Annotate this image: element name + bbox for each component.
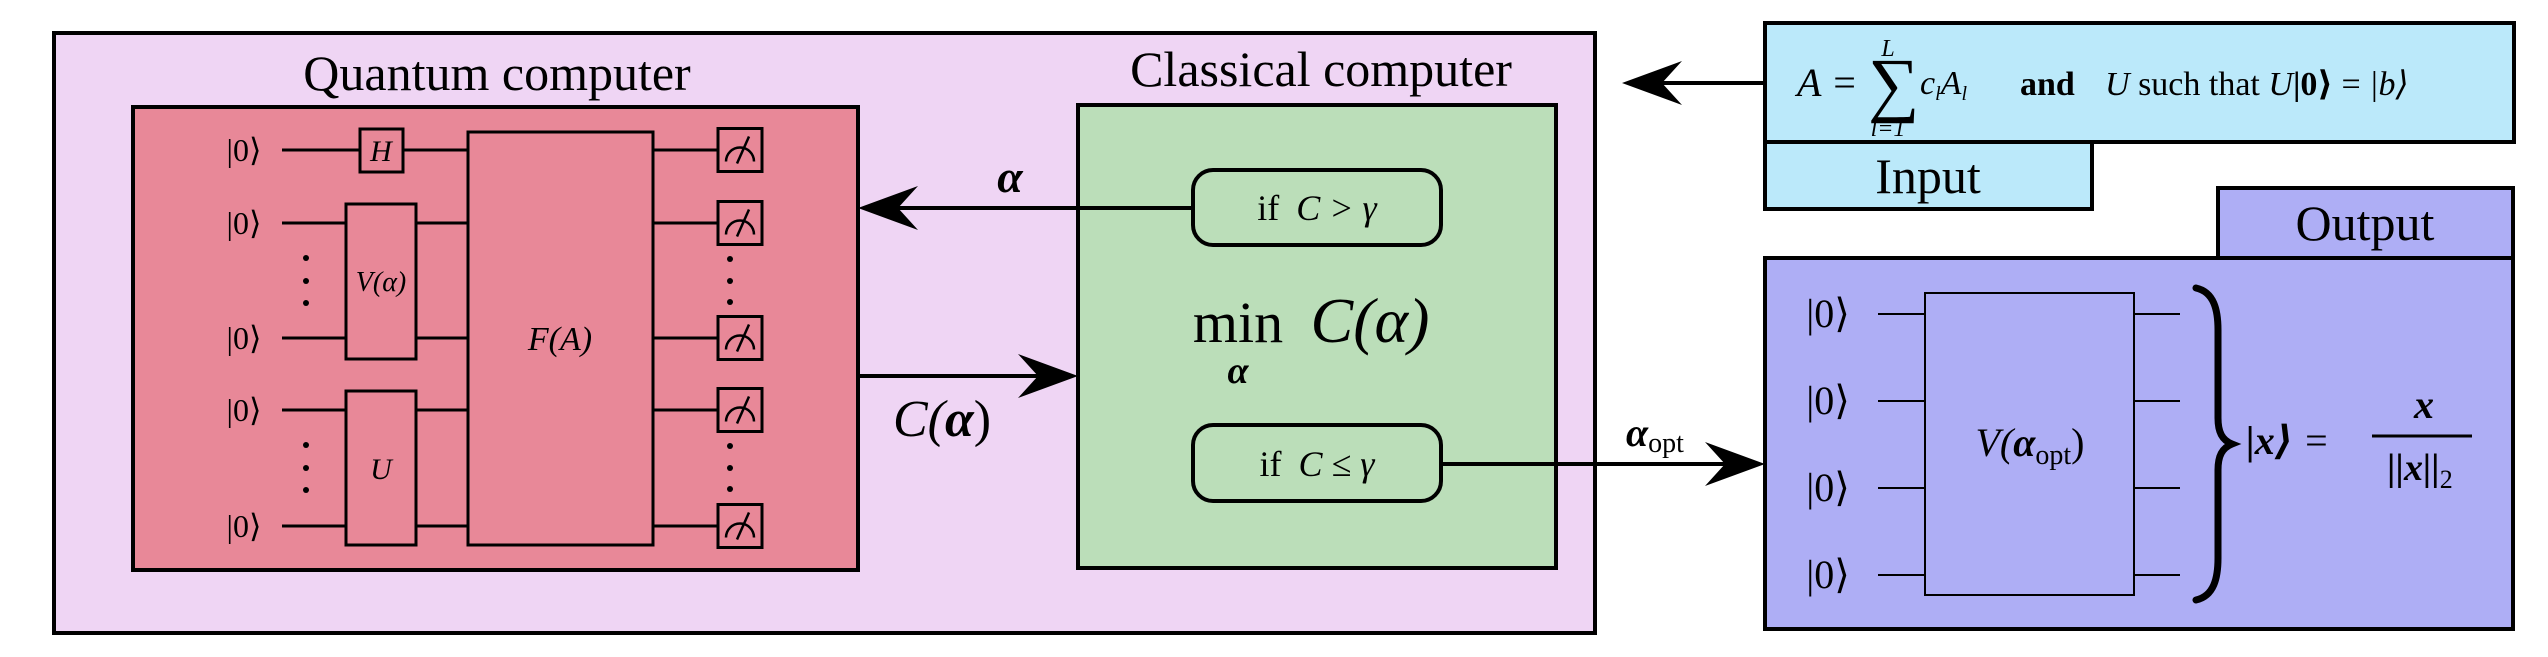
svg-text:||x||2: ||x||2: [2387, 447, 2452, 494]
qubit-label: |0⟩: [227, 508, 262, 544]
svg-text:min: min: [1193, 290, 1283, 355]
qubit-label: |0⟩: [227, 205, 262, 241]
quantum-wires: [282, 148, 718, 528]
svg-text:∑: ∑: [1868, 44, 1919, 124]
hadamard-gate: H: [358, 127, 405, 174]
svg-text:F(A): F(A): [527, 321, 592, 358]
svg-text:U such that U|0⟩ = |b⟩: U such that U|0⟩ = |b⟩: [2105, 66, 2409, 103]
opt-params-arrow: [1441, 442, 1765, 486]
output-result: |x⟩= x ||x||2: [2246, 382, 2472, 494]
svg-text:clAl: clAl: [1920, 65, 1967, 105]
svg-text:if C > γ: if C > γ: [1257, 188, 1377, 228]
svg-text:x: x: [2413, 382, 2434, 427]
quantum-box: [131, 105, 860, 572]
output-box: [1763, 256, 2515, 631]
state-prep-gate: U: [344, 389, 418, 547]
qubit-label: |0⟩: [227, 320, 262, 356]
qubit-label: |0⟩: [1806, 465, 1850, 510]
qubit-label: |0⟩: [1806, 291, 1850, 336]
condition-stop-box: if C ≤ γ: [1191, 423, 1443, 503]
quantum-qubit-labels: |0⟩ |0⟩ |0⟩ |0⟩ |0⟩: [227, 132, 262, 544]
measurement-meters: [716, 127, 764, 549]
output-label-tab: [2216, 186, 2515, 260]
input-label-tab: [1763, 140, 2094, 211]
cost-label: C(α): [893, 391, 991, 448]
measurement-meter-icon: [716, 503, 764, 549]
measurement-meter-icon: [716, 315, 764, 361]
params-arrow: [858, 186, 1193, 230]
input-label: Input: [1875, 148, 1981, 204]
output-brace: [2192, 284, 2242, 604]
condition-expr: C ≤ γ: [1299, 444, 1376, 484]
qubit-label: |0⟩: [1806, 552, 1850, 597]
opt-params-label: αopt: [1626, 410, 1684, 459]
svg-text:U: U: [370, 453, 394, 486]
ellipsis-dots-right: [727, 256, 733, 492]
svg-text:if C ≤ γ: if C ≤ γ: [1260, 444, 1376, 484]
input-formula-box: [1763, 21, 2516, 144]
output-wires: [1878, 313, 2180, 576]
qubit-label: |0⟩: [227, 132, 262, 168]
measurement-meter-icon: [716, 387, 764, 433]
observable-gate: F(A): [466, 130, 655, 547]
cost-arrow: [858, 354, 1078, 398]
quantum-title: Quantum computer: [303, 45, 691, 101]
svg-text:V(α): V(α): [356, 267, 406, 298]
condition-if: if: [1260, 444, 1282, 484]
svg-text:H: H: [369, 135, 394, 168]
svg-text:l=1: l=1: [1871, 116, 1906, 142]
output-qubit-labels: |0⟩ |0⟩ |0⟩ |0⟩: [1806, 291, 1850, 597]
optimized-ansatz-gate: V(αopt): [1924, 292, 2135, 596]
svg-text:L: L: [1880, 36, 1894, 62]
svg-text:C(α): C(α): [1311, 285, 1430, 356]
svg-text:V(αopt): V(αopt): [1975, 420, 2084, 471]
objective-min: min α C(α): [1193, 285, 1430, 392]
ellipsis-dots-left: [303, 255, 309, 493]
svg-text:and: and: [2020, 66, 2075, 103]
svg-text:A =: A =: [1794, 60, 1858, 105]
ansatz-gate: V(α): [344, 202, 418, 361]
measurement-meter-icon: [716, 200, 764, 246]
input-arrow: [1622, 61, 1765, 105]
output-label: Output: [2296, 195, 2435, 251]
qubit-label: |0⟩: [1806, 378, 1850, 423]
svg-text:|x⟩=: |x⟩=: [2246, 418, 2328, 463]
condition-continue-box: if C > γ: [1191, 168, 1443, 247]
qubit-label: |0⟩: [227, 392, 262, 428]
measurement-meter-icon: [716, 127, 764, 173]
svg-text:α: α: [1227, 350, 1249, 392]
classical-title: Classical computer: [1130, 41, 1512, 97]
input-formula: A = ∑ L l=1 clAl and U such that U|0⟩ = …: [1794, 36, 2409, 142]
condition-expr: C > γ: [1296, 188, 1377, 228]
condition-if: if: [1257, 188, 1279, 228]
params-label: α: [997, 151, 1024, 202]
